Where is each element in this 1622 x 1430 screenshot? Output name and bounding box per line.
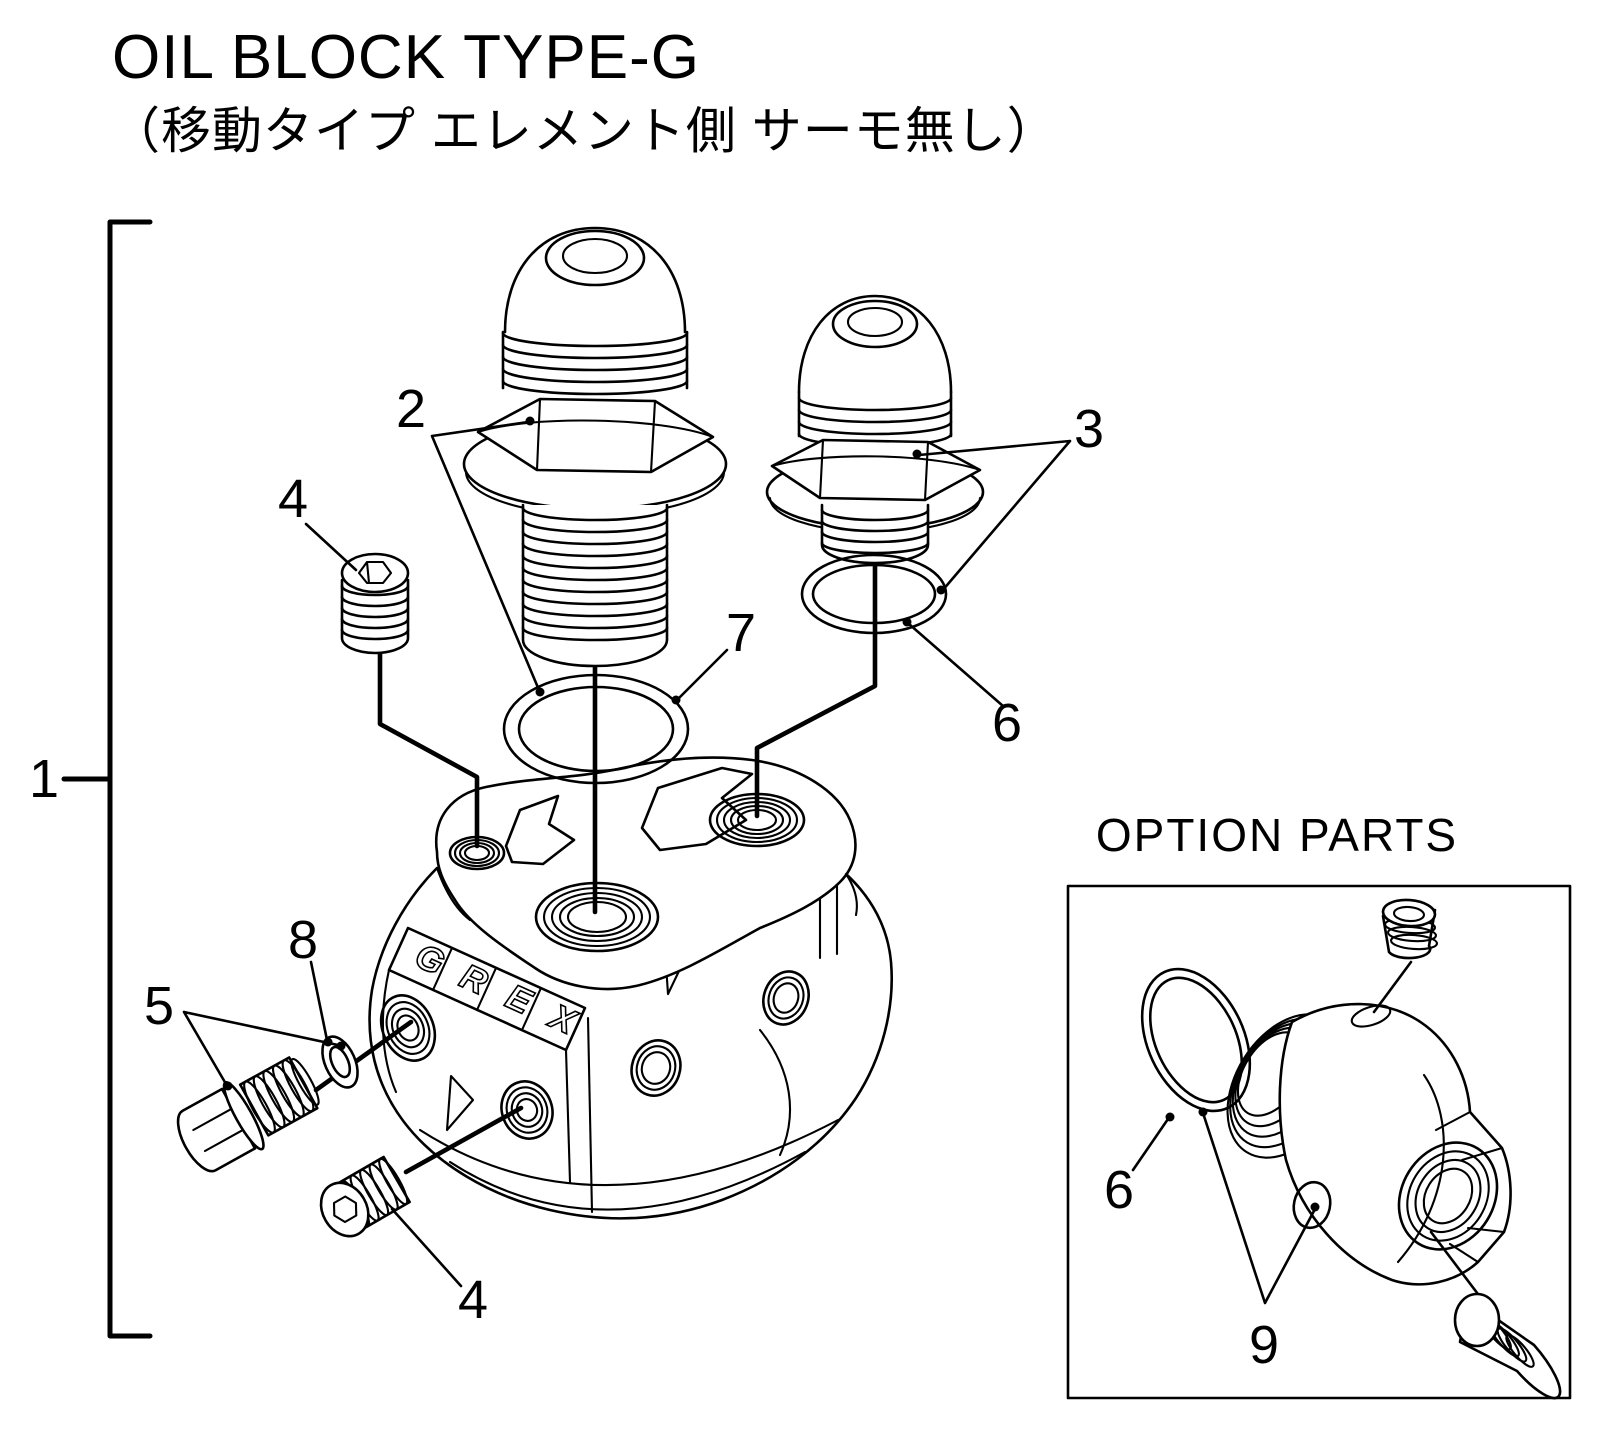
part-label-1: 1 [29,749,59,809]
plug-4-top [340,552,480,849]
part-label-6-option: 6 [1104,1160,1134,1220]
body-drum-outline [368,866,893,1220]
part-label-5: 5 [144,976,174,1036]
washer-8 [321,1035,359,1089]
logo-dividers [431,946,543,1032]
option-adapter-body [1278,1002,1512,1286]
page-title: OIL BLOCK TYPE-G [112,23,700,92]
body-bottom-lip [448,1150,807,1211]
option-adapter-female-port [1397,1141,1499,1251]
leader-lines [182,416,1072,1288]
plug5-tip [290,1057,320,1106]
leader-3 [917,439,1072,593]
oring-7 [502,673,690,785]
part-label-7: 7 [726,603,756,663]
leader-4-top [304,522,358,572]
page-subtitle: （移動タイプ エレメント側 サーモ無し） [110,103,1058,159]
plug4top-face [340,552,410,594]
option-parts-title: OPTION PARTS [1096,809,1458,861]
fitting3-hex-facets [770,438,982,502]
plug5-hex-head [176,1087,257,1173]
leader-6-option [1131,1117,1170,1172]
flange-cutout-left [504,794,576,866]
option-leader-lines [1131,1107,1320,1305]
part-label-2: 2 [396,379,426,439]
option-adapter-front-hole [1292,1180,1332,1230]
option-plug-top-axis [1372,960,1413,1014]
plug-4-bottom [319,1105,524,1238]
fitting2-upper-thread-sides [501,330,689,390]
plug5-hex-facets [192,1107,246,1153]
leader-5 [182,1010,340,1086]
option-plug-bottom-face [1453,1292,1501,1348]
body-top-flange [434,756,858,991]
option-adapter-top-hole [1350,1004,1392,1028]
part-label-9: 9 [1249,1315,1279,1375]
body-bottom-rim [418,1118,840,1187]
right-union-fitting [754,294,985,819]
part-label-4-top: 4 [278,469,308,529]
plug4top-hex-socket [357,560,393,585]
part-label-3: 3 [1074,399,1104,459]
flange-cutout-right [640,766,754,852]
plug4bottom-face [319,1181,370,1238]
flange-thickness-left [435,866,472,922]
fitting2-flare-bore [561,237,629,275]
leader-2 [430,420,541,692]
plug4bottom-axis-line [403,1105,524,1175]
option-plug-bottom [1429,1230,1562,1400]
option-plug-top-face [1381,898,1437,928]
leader-4-bottom [390,1207,463,1288]
side-port-front-right [630,1039,682,1097]
leader-6 [907,622,1005,708]
fitting3-flare-bore [846,306,904,338]
oring-6 [800,553,948,635]
plug4top-axis-line [377,649,480,849]
leader-7 [674,648,729,703]
plug-5 [176,1019,414,1173]
option-adapter [1226,1002,1512,1286]
body-right-panel-edge [758,1028,791,1157]
body-wedge-left [445,1074,475,1132]
body-front-edge [586,1016,594,1214]
option-adapter-hex-facets [1434,1110,1506,1264]
leader-8 [309,960,329,1042]
part-label-4-bottom: 4 [458,1270,488,1330]
part-label-6: 6 [992,693,1022,753]
side-port-right [762,970,810,1026]
plug4bottom-hex-socket [332,1195,358,1224]
option-plug-top [1372,898,1438,1014]
assembly-bracket [61,219,153,1339]
flange-thickness-right [844,872,858,917]
body-left-panel-right-edge [564,1048,572,1184]
leader-9 [1201,1111,1317,1305]
part-label-8: 8 [288,910,318,970]
option-oring-6 [1140,967,1252,1113]
option-parts-box [1066,884,1572,1400]
right-fitting-axis-line [754,545,878,819]
center-union-fitting [462,226,728,915]
